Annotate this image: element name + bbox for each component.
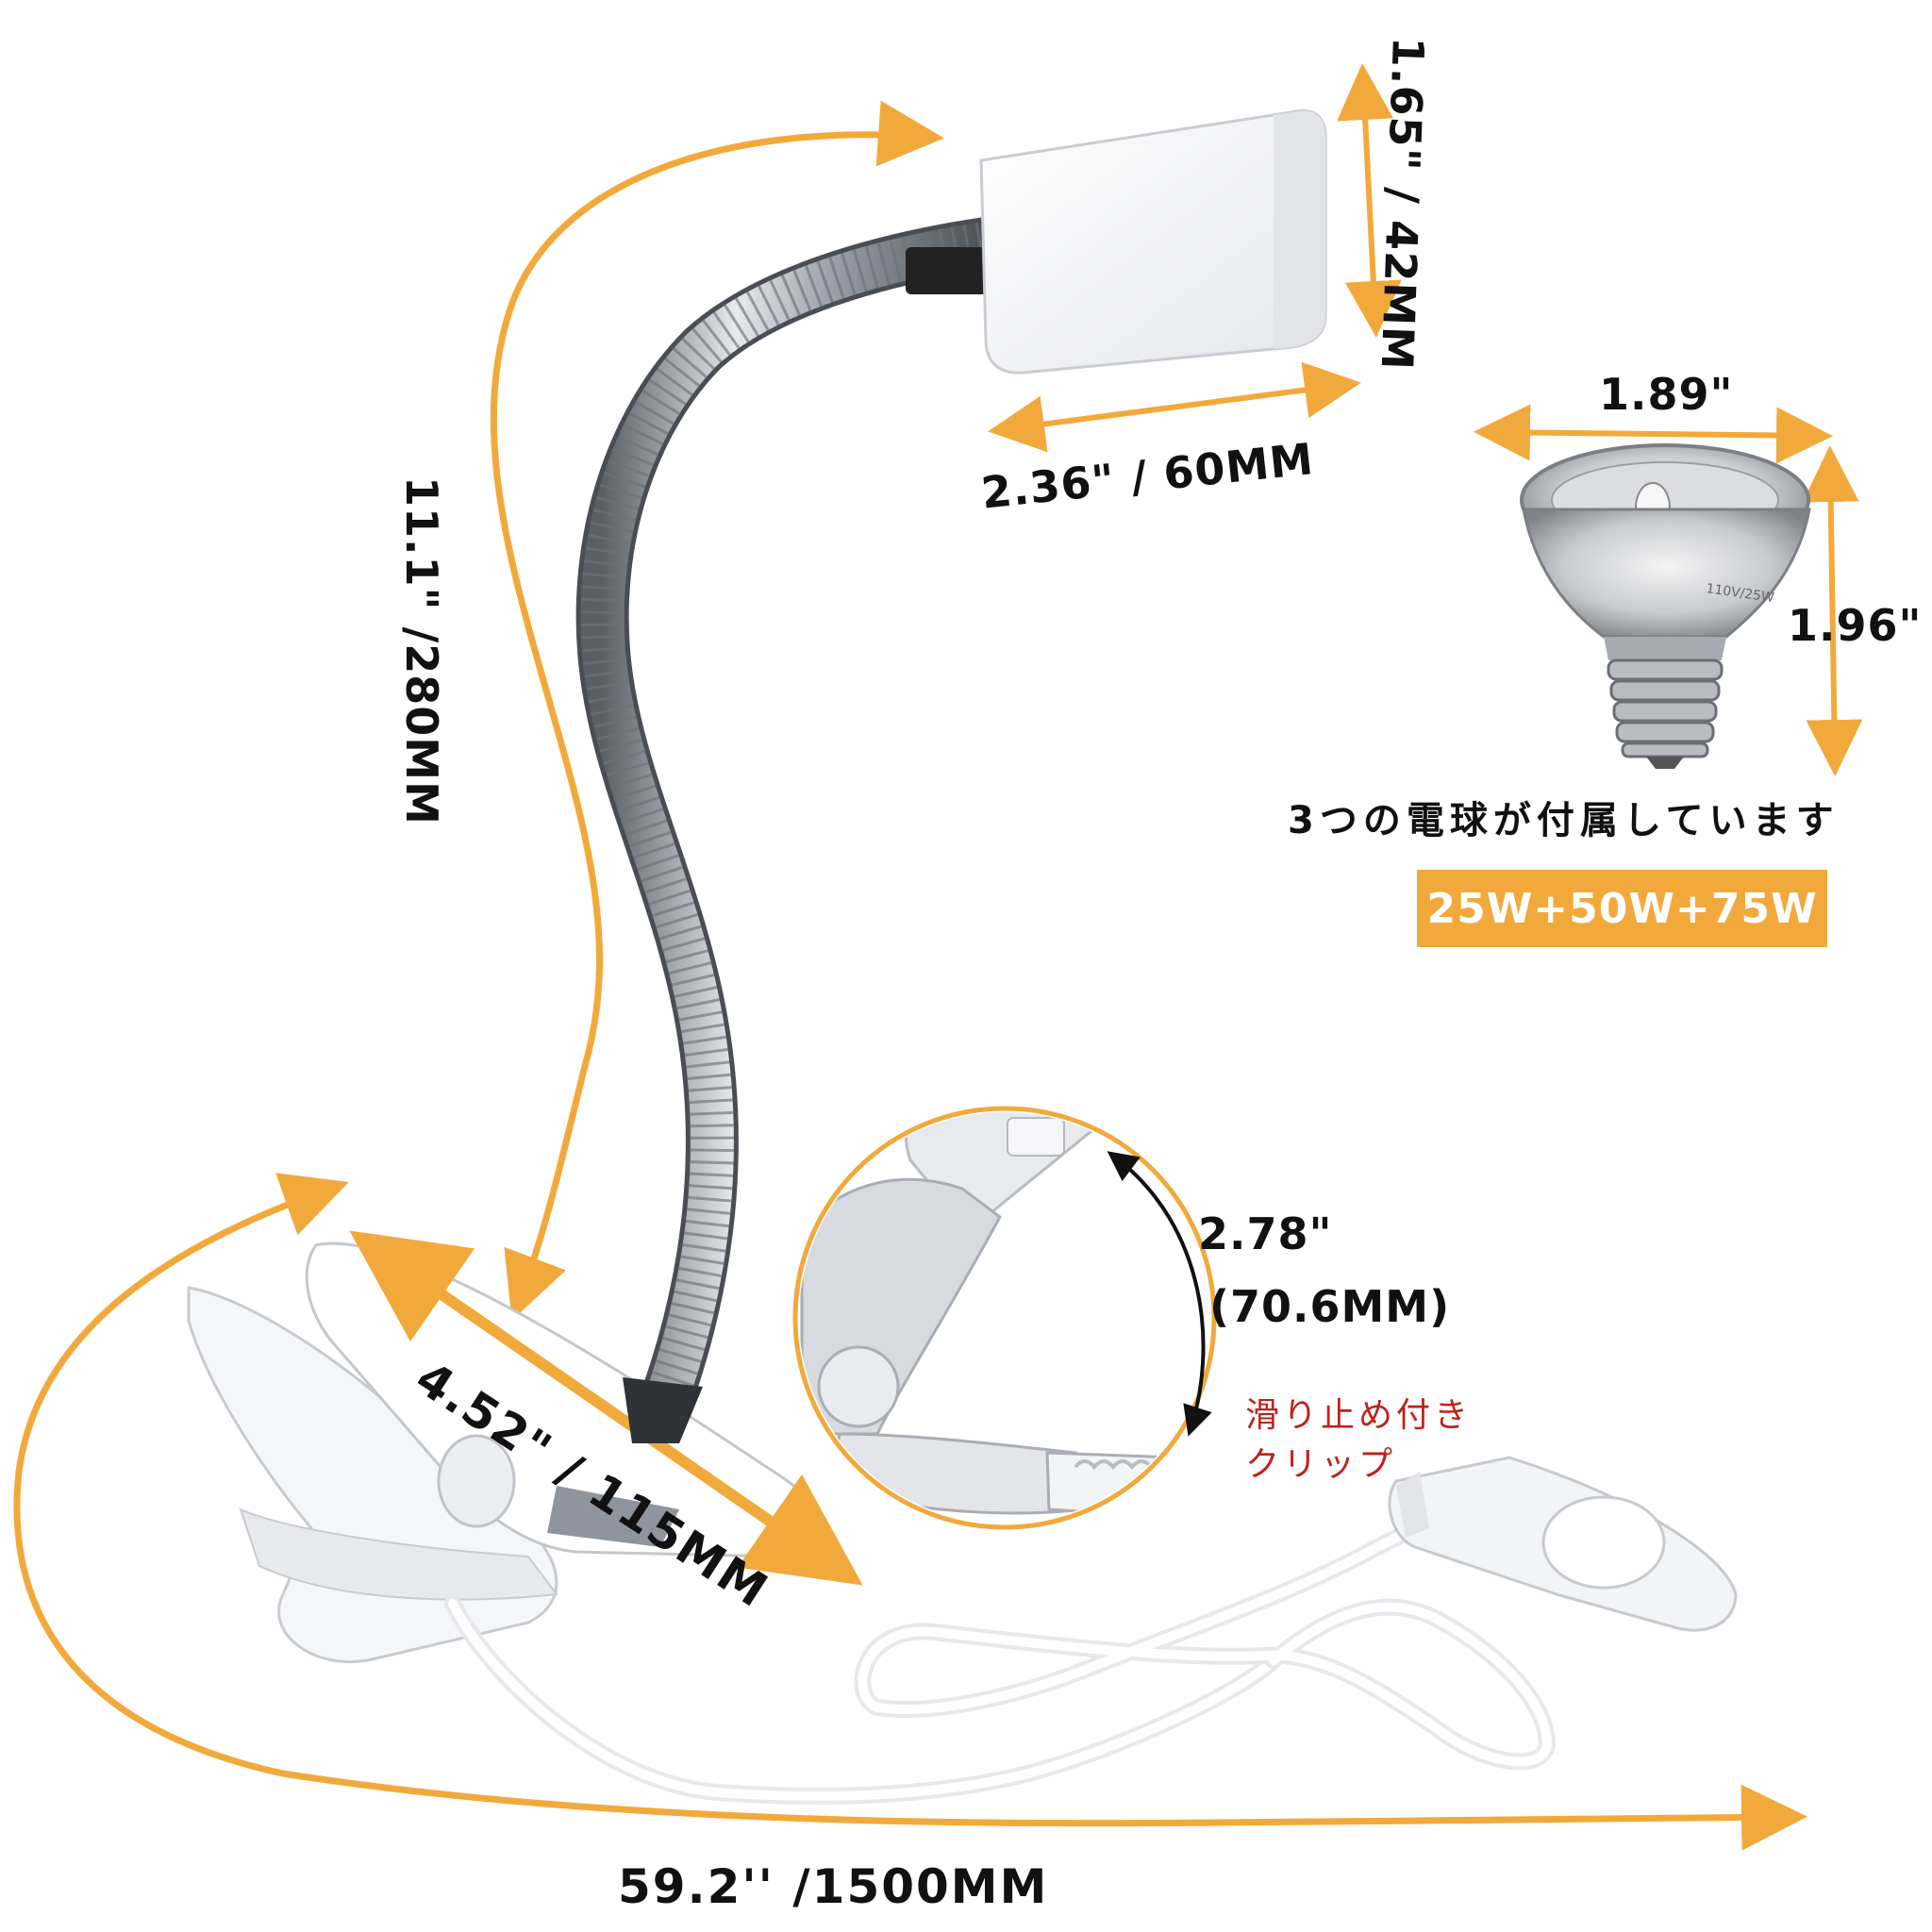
clip-detail-icon (792, 1106, 1217, 1530)
clip-opening-label: 2.78" (1198, 1208, 1333, 1259)
antislip-clip-text: 滑り止め付き クリップ (1245, 1391, 1472, 1490)
socket-height-label: 1.65" / 42MM (1371, 36, 1434, 372)
bulb-width-arrow (1474, 404, 1833, 464)
clip-opening-arrow (1107, 1151, 1212, 1437)
antislip-line-1: 滑り止め付き (1245, 1396, 1473, 1435)
bulbs-included-text: 3つの電球が付属しています (1288, 799, 1840, 842)
gooseneck-arm (575, 217, 1012, 1443)
arm-length-arrow (490, 100, 944, 1321)
bulb-height-label: 1.96" (1788, 600, 1923, 651)
socket-width-arrow (988, 361, 1361, 453)
clip-opening-mm-label: (70.6MM) (1209, 1281, 1451, 1332)
wattage-badge: 25W+50W+75W (1417, 870, 1827, 947)
antislip-line-2: クリップ (1245, 1445, 1397, 1485)
cable-length-label: 59.2'' /1500MM (618, 1859, 1049, 1914)
arm-length-label: 11.1" /280MM (396, 476, 447, 825)
clip-length-arrow (349, 1230, 863, 1586)
socket-height-arrow (1337, 63, 1402, 338)
power-cable (444, 1491, 1557, 1805)
bulb-width-label: 1.89" (1599, 369, 1734, 420)
dimmer-switch-icon (1388, 1456, 1738, 1632)
lamp-socket (979, 108, 1327, 375)
bulb-height-arrow (1802, 445, 1863, 776)
cable-length-arrow (13, 1173, 1807, 1851)
spot-bulb-icon: 110V/25W (1520, 443, 1811, 769)
